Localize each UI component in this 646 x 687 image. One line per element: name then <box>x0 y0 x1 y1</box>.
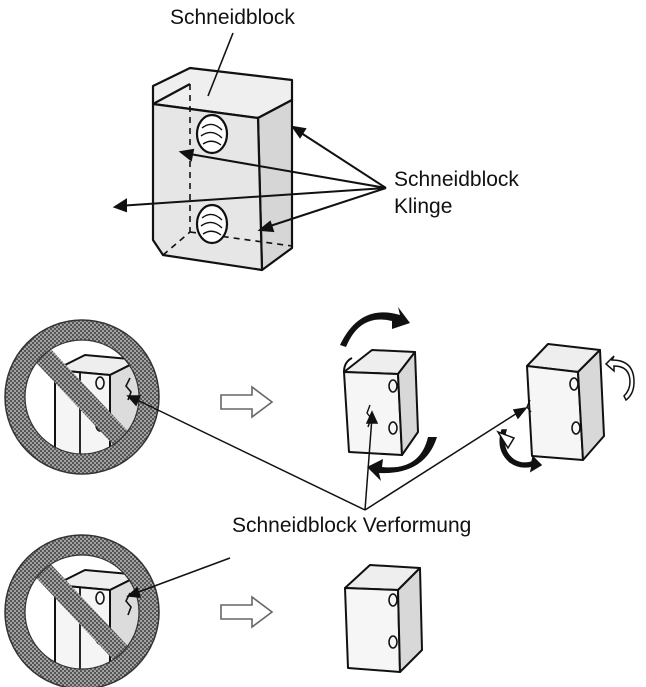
label-cutting-block-top: Schneidblock <box>170 6 295 29</box>
deformation-pointer-lines <box>126 395 528 598</box>
right-arrow-icon <box>220 385 274 419</box>
cutting-block-right <box>526 343 605 461</box>
cutting-block-top <box>151 32 294 272</box>
right-arrow-icon <box>220 595 274 629</box>
rotation-arrow-icon <box>340 307 437 481</box>
prohibition-icon <box>4 534 160 687</box>
label-blade: Klinge <box>394 195 453 218</box>
label-cutting-block-side: Schneidblock <box>394 168 519 191</box>
cutting-block-bottom <box>344 564 423 673</box>
blade-pointer-lines <box>112 125 387 233</box>
prohibition-icon <box>4 319 160 475</box>
rotation-arrow-icon <box>496 355 635 473</box>
cutting-block-middle <box>343 349 419 456</box>
label-deformation: Schneidblock Verformung <box>232 514 472 537</box>
